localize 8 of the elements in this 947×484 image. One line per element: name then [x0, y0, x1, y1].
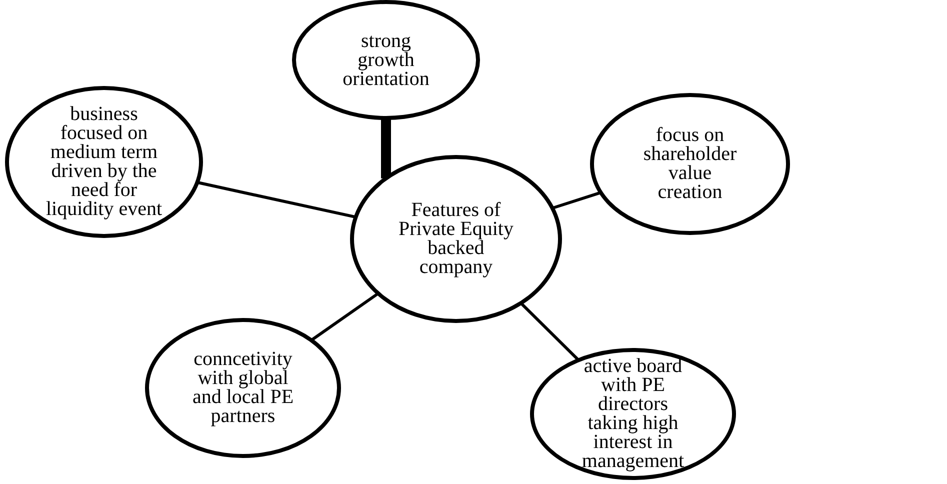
node-text: focus on shareholder value creation [642, 126, 738, 202]
node-text: active board with PE directors taking high interest in management [580, 357, 686, 471]
node-text: conncetivity with global and local PE partners [191, 350, 295, 426]
node-text: Features of Private Equity backed company [398, 201, 514, 277]
node-text: strong growth orientation [342, 32, 430, 88]
connector-line [520, 302, 580, 362]
connector-line [381, 118, 391, 178]
node-text: business focused on medium term driven by the need for liquidity event [44, 105, 164, 219]
